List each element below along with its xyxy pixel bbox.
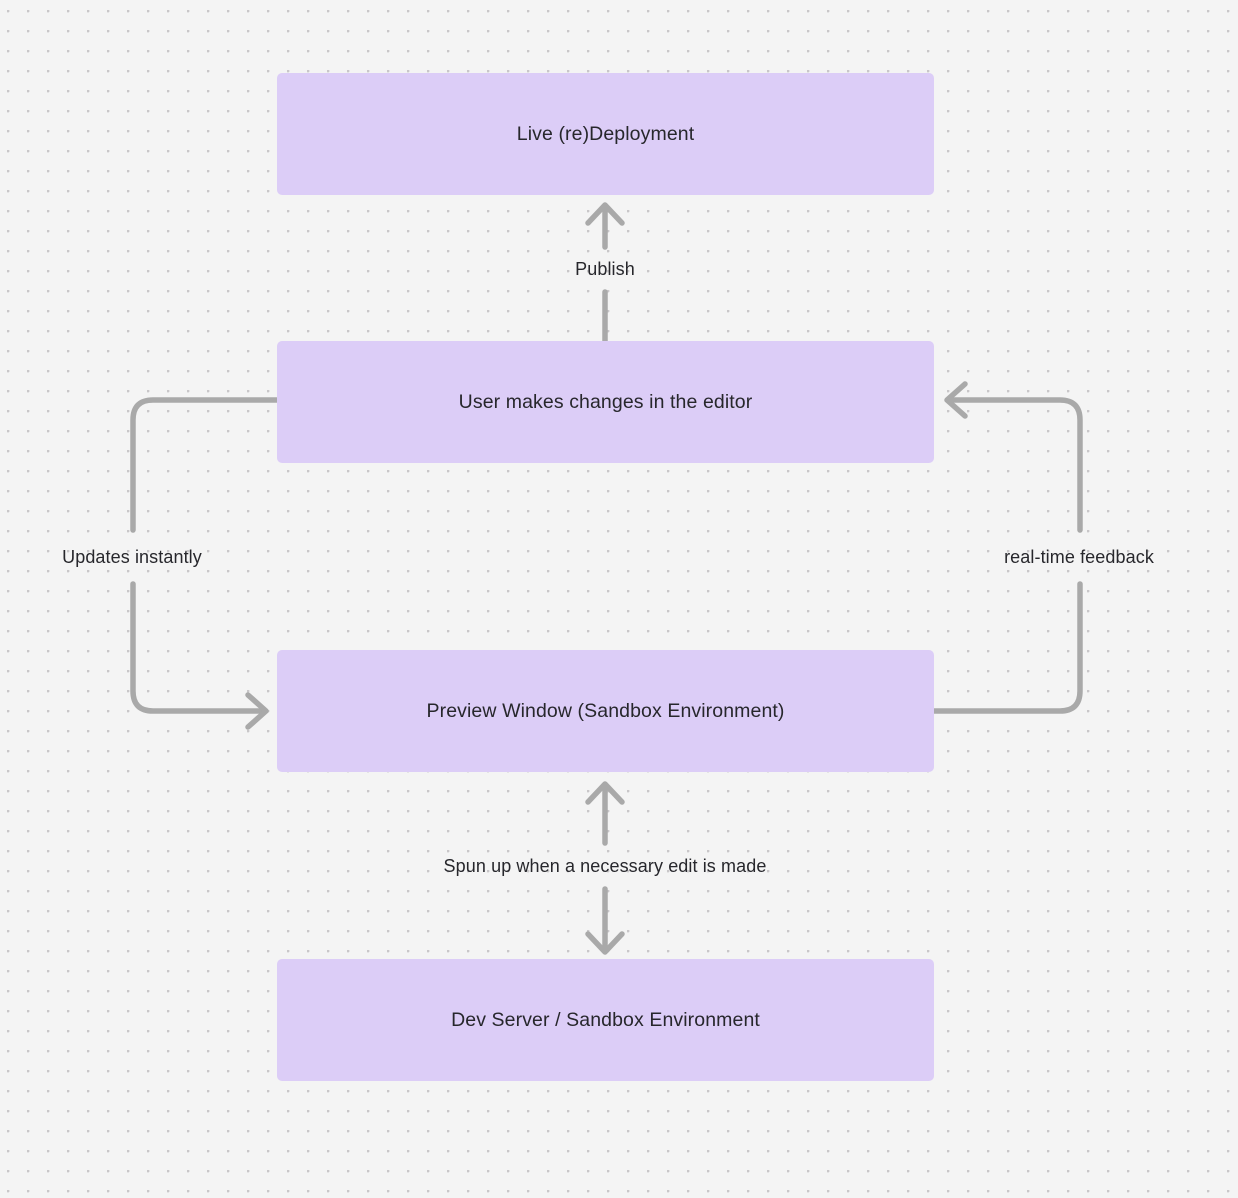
edge-label-updates-instantly: Updates instantly [62,547,202,567]
edge-label-spun-up: Spun up when a necessary edit is made [443,856,767,876]
node-live-deployment[interactable]: Live (re)Deployment [277,73,934,195]
edge-spun-up [585,781,625,955]
node-label: Preview Window (Sandbox Environment) [426,699,785,722]
node-label: Dev Server / Sandbox Environment [451,1008,760,1031]
edge-real-time-feedback [931,381,1083,714]
edge-updates-instantly [130,397,280,730]
node-user-edits[interactable]: User makes changes in the editor [277,341,934,463]
edge-publish [585,202,625,344]
node-label: Live (re)Deployment [516,122,695,145]
node-label: User makes changes in the editor [458,390,753,413]
edge-label-real-time-feedback: real-time feedback [1004,547,1154,567]
node-dev-server[interactable]: Dev Server / Sandbox Environment [277,959,934,1081]
edge-label-publish: Publish [575,259,635,279]
node-preview-window[interactable]: Preview Window (Sandbox Environment) [277,650,934,772]
